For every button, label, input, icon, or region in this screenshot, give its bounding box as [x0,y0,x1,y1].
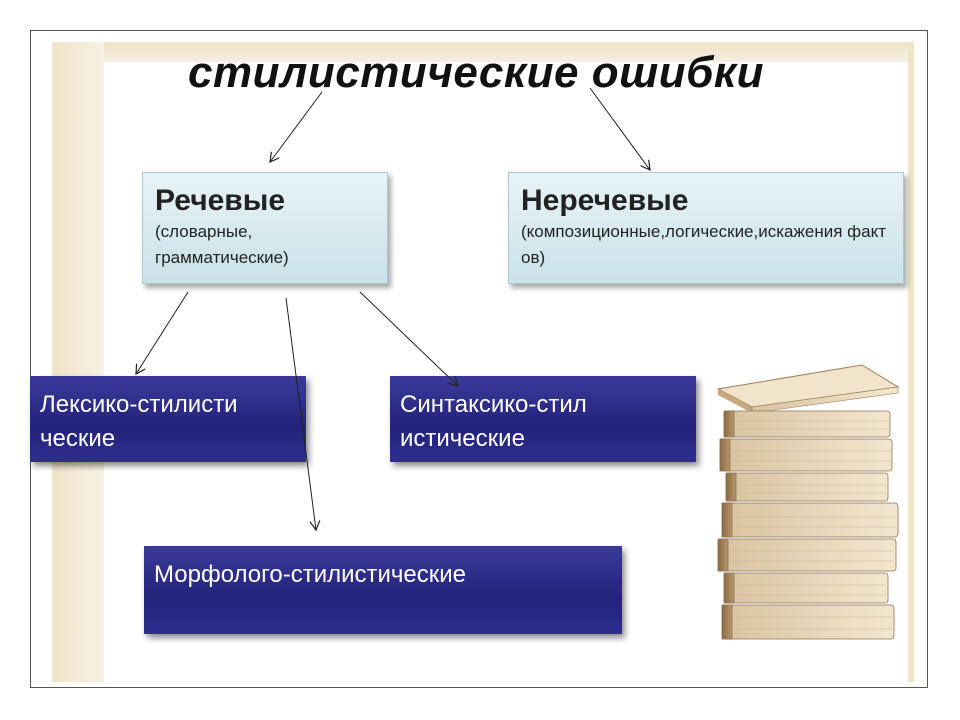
arrow-title-to-nonspeech [590,88,650,170]
book-stack-icon [712,355,908,645]
arrow-title-to-speech [270,92,322,162]
arrow-speech-to-syntactic [360,292,458,386]
arrow-speech-to-morphological [286,298,316,530]
arrow-speech-to-lexical [136,292,188,374]
